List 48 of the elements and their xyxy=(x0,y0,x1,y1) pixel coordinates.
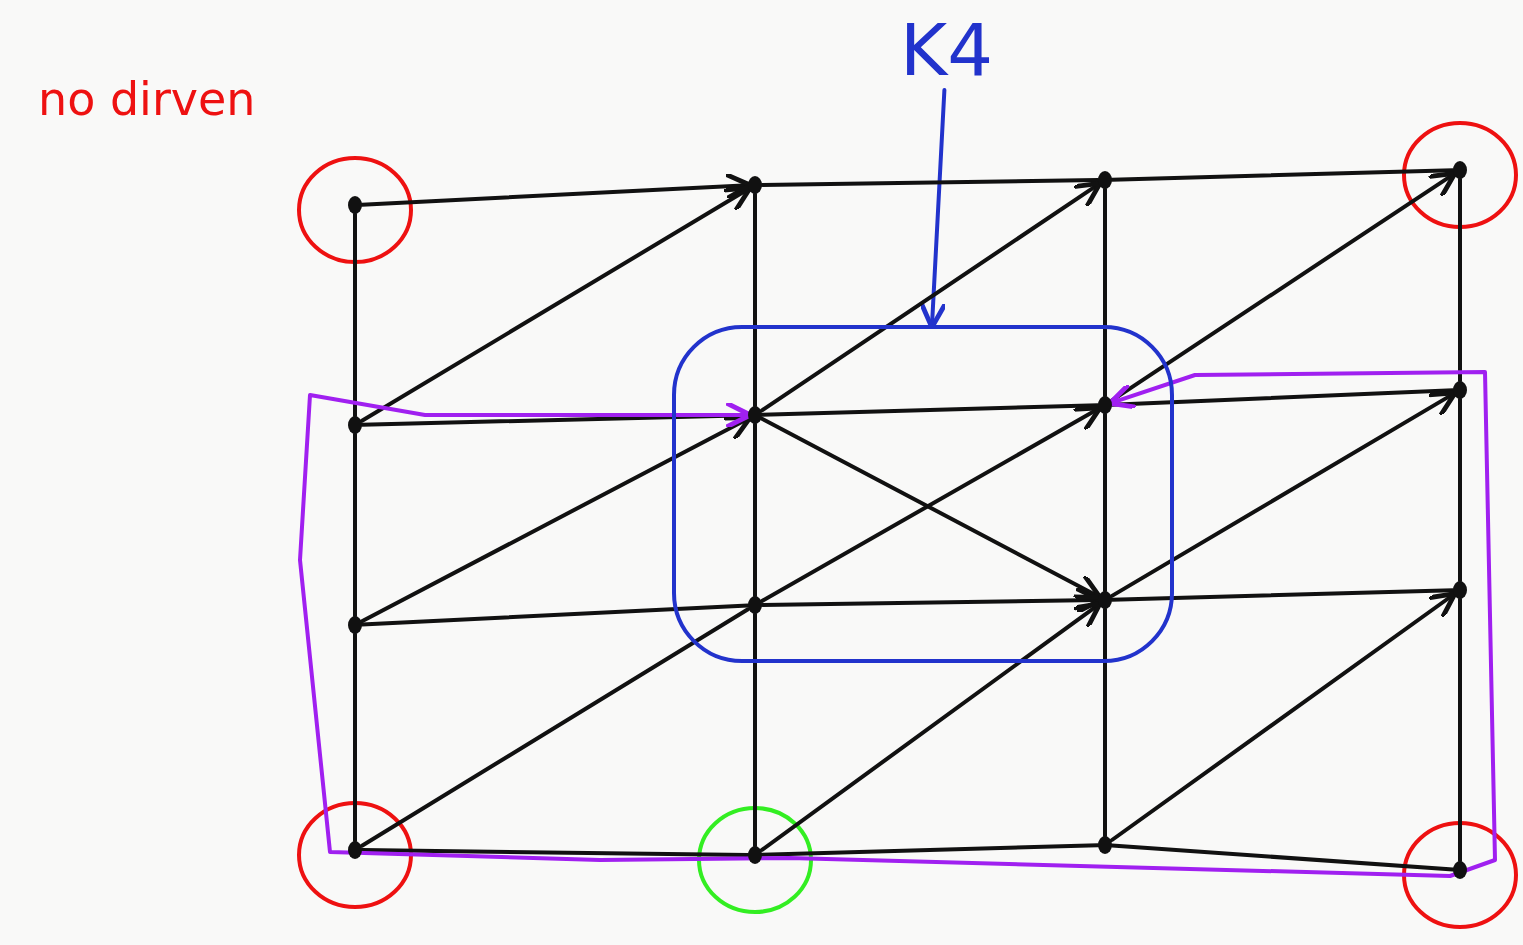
edge-line xyxy=(760,843,1100,857)
arrow xyxy=(1110,390,1458,598)
graph-vertex xyxy=(1098,591,1112,609)
edge-line xyxy=(1110,843,1455,872)
graph-vertex xyxy=(748,406,762,424)
graph-vertex xyxy=(1098,836,1112,854)
highlight-loop xyxy=(672,325,1174,663)
edge-line xyxy=(753,422,757,598)
edge-line xyxy=(753,192,757,408)
edge-line xyxy=(1103,412,1107,593)
graph-vertex xyxy=(748,846,762,864)
graph-vertex xyxy=(1098,171,1112,189)
highlight-arrow xyxy=(298,370,1497,878)
graph-vertex xyxy=(348,196,362,214)
graph-vertex xyxy=(348,616,362,634)
graph-vertex xyxy=(1453,861,1467,879)
edge-line xyxy=(360,607,750,848)
edge-line xyxy=(1458,177,1462,383)
edge-line xyxy=(1458,397,1462,583)
graph-vertex xyxy=(1453,381,1467,399)
graph-vertex xyxy=(1098,396,1112,414)
arrow xyxy=(760,601,1103,852)
arrow xyxy=(360,185,753,423)
edge-line xyxy=(1458,597,1462,863)
edge-line xyxy=(760,178,1100,187)
graph-vertex xyxy=(1453,581,1467,599)
note-text: no dirven xyxy=(38,72,256,126)
edge-line xyxy=(360,848,750,857)
edge-line xyxy=(360,603,750,627)
edge-line xyxy=(1103,607,1107,838)
arrow xyxy=(1110,591,1458,842)
graph-vertex xyxy=(1453,161,1467,179)
set-label: K4 xyxy=(900,10,994,90)
edge-line xyxy=(353,632,357,843)
graph-vertex xyxy=(348,841,362,859)
graph-vertex xyxy=(348,416,362,434)
arrow xyxy=(360,415,753,624)
graph-vertex xyxy=(748,596,762,614)
graph-vertex xyxy=(748,176,762,194)
edge-line xyxy=(1110,168,1455,182)
edge-line xyxy=(1110,588,1455,602)
edge-line xyxy=(353,432,357,618)
edge-line xyxy=(753,612,757,848)
edge-line xyxy=(1103,187,1107,398)
edge-line xyxy=(1110,388,1455,407)
edge-line xyxy=(760,403,1100,417)
edge-line xyxy=(353,212,357,418)
arrow xyxy=(760,180,1103,413)
